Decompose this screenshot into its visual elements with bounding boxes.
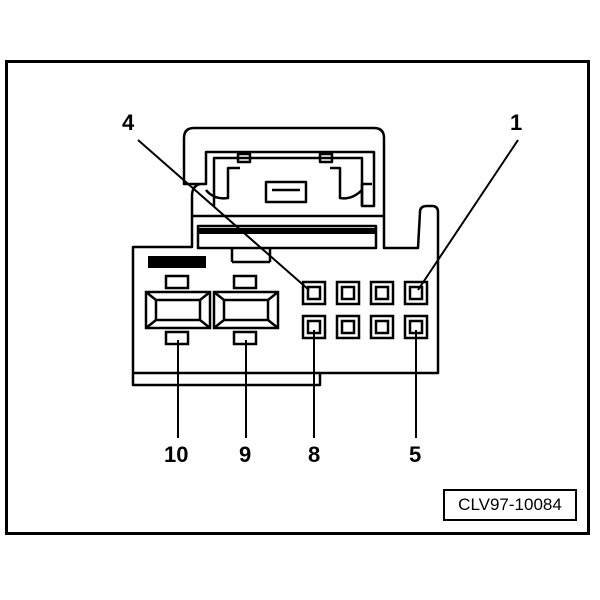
pin-label-4: 4 (122, 110, 135, 135)
pin-label-1: 1 (510, 110, 523, 135)
pin-cavity-3 (335, 280, 361, 306)
pin-cavity-9 (212, 274, 280, 346)
pin-label-8: 8 (308, 442, 321, 467)
reference-code-box: CLV97-10084 (443, 489, 577, 521)
pin-cavity-4 (301, 280, 327, 306)
guide-rail (196, 224, 378, 250)
pin-label-9: 9 (239, 442, 252, 467)
pin-cavity-2 (369, 280, 395, 306)
latch-tab-left (236, 152, 252, 164)
pin-cavity-6 (369, 314, 395, 340)
pin-cavity-1 (403, 280, 429, 306)
pin-label-10: 10 (164, 442, 189, 467)
latch-tab-right (318, 152, 334, 164)
diagram-frame (5, 60, 590, 535)
pin-label-5: 5 (409, 442, 422, 467)
latch-ramp-left (205, 166, 240, 200)
pin-cavity-7 (335, 314, 361, 340)
latch-slot (264, 180, 308, 204)
leader-line-1 (417, 139, 519, 291)
latch-body (212, 156, 364, 206)
rail-shade (198, 228, 376, 234)
reference-code: CLV97-10084 (458, 495, 562, 514)
leader-line-4 (137, 139, 310, 291)
coding-key (148, 256, 206, 268)
pin-cavity-10 (144, 274, 212, 346)
latch-ramp-right (330, 166, 363, 200)
connector-housing (131, 126, 440, 387)
